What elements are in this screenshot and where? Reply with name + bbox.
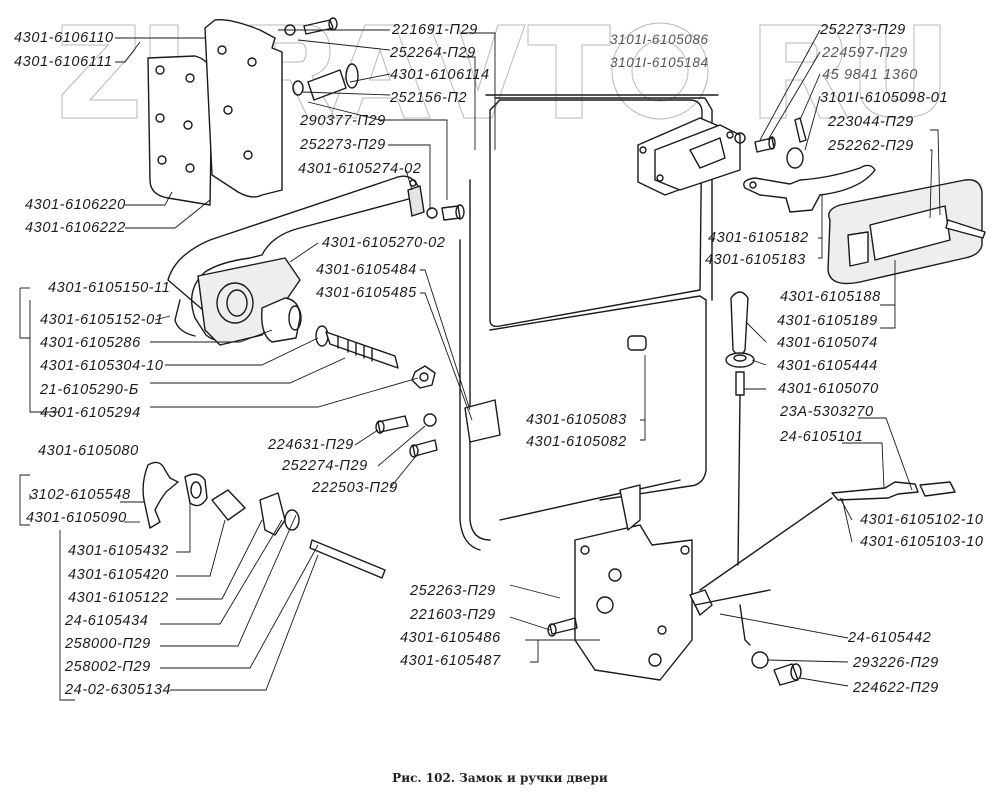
- watermark-letter-a: [329, 24, 431, 119]
- part-label: 3101I-6105184: [610, 55, 709, 70]
- part-label: 4301-6105188: [780, 289, 881, 305]
- part-label: 252273-П29: [820, 22, 906, 38]
- watermark-letter-r: [249, 24, 336, 119]
- part-label: 4301-6105080: [38, 443, 139, 459]
- leader-lines: [19, 29, 941, 701]
- key-and-lock-cylinder: [142, 461, 386, 579]
- part-label: 4301-6105082: [526, 434, 627, 450]
- part-label: 4301-6105183: [705, 252, 806, 268]
- part-label: 252156-П2: [390, 90, 468, 106]
- part-label: 23А-5303270: [780, 404, 874, 420]
- part-label: 258000-П29: [65, 636, 151, 652]
- part-label: 252262-П29: [828, 138, 914, 154]
- part-label: 4301-6105083: [526, 412, 627, 428]
- part-label: 290377-П29: [300, 113, 386, 129]
- remote-rod-linkage: [699, 481, 956, 591]
- part-label: 4301-6105074: [777, 335, 878, 351]
- part-label: 4301-6105070: [778, 381, 879, 397]
- part-label: 4301-6106111: [14, 54, 113, 70]
- part-label: 4301-6105122: [68, 590, 169, 606]
- handle-push-button-parts: [261, 297, 436, 389]
- watermark-letter-t: [527, 24, 611, 119]
- part-label: 24-6105101: [780, 429, 864, 445]
- figure-caption: Рис. 102. Замок и ручки двери: [392, 771, 608, 785]
- part-label: 24-6105442: [848, 630, 932, 646]
- part-label: 224631-П29: [268, 437, 354, 453]
- part-label: 3102-6105548: [30, 487, 131, 503]
- part-label: 293226-П29: [853, 655, 939, 671]
- part-label: 224622-П29: [853, 680, 939, 696]
- part-label: 4301-6105102-10: [860, 512, 984, 528]
- part-label: 3101I-6105086: [610, 32, 709, 47]
- part-label: 4301-6105444: [777, 358, 878, 374]
- part-label: 4301-6105274-02: [298, 161, 422, 177]
- handle-fasteners: [407, 185, 465, 221]
- part-label: 4301-6105189: [777, 313, 878, 329]
- inner-handle-lever: [734, 117, 876, 213]
- lock-button-rod: [725, 291, 755, 566]
- striker-plate-upper: [637, 117, 741, 196]
- part-label: 24-6105434: [65, 613, 149, 629]
- watermark-letter-o: [611, 22, 709, 120]
- watermark-letter-u2: [859, 24, 941, 119]
- part-label: 4301-6105485: [316, 285, 417, 301]
- part-label: 4301-6106220: [25, 197, 126, 213]
- part-label: 4301-6105486: [400, 630, 501, 646]
- watermark-letter-z: [61, 24, 138, 119]
- part-label: 252273-П29: [300, 137, 386, 153]
- part-label: 4301-6106114: [390, 67, 490, 83]
- part-label: 221691-П29: [392, 22, 478, 38]
- part-label: 252264-П29: [390, 45, 476, 61]
- part-label: 222503-П29: [312, 480, 398, 496]
- bolt-221691: [284, 17, 338, 36]
- part-label: 224597-П29: [822, 45, 908, 61]
- part-label: 4301-6106110: [14, 30, 114, 46]
- part-label: 45 9841 1360: [822, 67, 918, 83]
- part-label: 4301-6105484: [316, 262, 417, 278]
- part-label: 4301-6105432: [68, 543, 169, 559]
- part-label: 4301-6105182: [708, 230, 809, 246]
- part-label: 4301-6105152-01: [40, 312, 164, 328]
- bottom-fasteners: [751, 651, 802, 686]
- part-label: 4301-6105487: [400, 653, 501, 669]
- outer-door-handle: [167, 175, 419, 346]
- door-frame: [459, 94, 719, 551]
- handle-bracket-plates: [147, 19, 283, 206]
- part-label: 4301-6105286: [40, 335, 141, 351]
- part-label: 3101I-6105098-01: [820, 90, 949, 106]
- part-label: 258002-П29: [65, 659, 151, 675]
- lock-mechanism: [547, 484, 771, 681]
- part-label: 4301-6105103-10: [860, 534, 984, 550]
- part-label: 252274-П29: [282, 458, 368, 474]
- lock-cover-plate: [375, 399, 501, 458]
- part-label: 4301-6105304-10: [40, 358, 164, 374]
- part-label: 4301-6105294: [40, 405, 141, 421]
- part-label: 4301-6105090: [26, 510, 127, 526]
- part-label: 4301-6106222: [25, 220, 126, 236]
- part-label: 223044-П29: [828, 114, 914, 130]
- part-label: 21-6105290-Б: [40, 382, 139, 398]
- part-label: 252263-П29: [410, 583, 496, 599]
- part-label: 24-02-6305134: [65, 682, 172, 698]
- part-label: 4301-6105270-02: [322, 235, 446, 251]
- inner-handle-escutcheon: [827, 179, 986, 285]
- part-label: 4301-6105150-11: [48, 280, 171, 296]
- part-label: 4301-6105420: [68, 567, 169, 583]
- watermark-letter-v: [429, 24, 526, 119]
- part-label: 221603-П29: [410, 607, 496, 623]
